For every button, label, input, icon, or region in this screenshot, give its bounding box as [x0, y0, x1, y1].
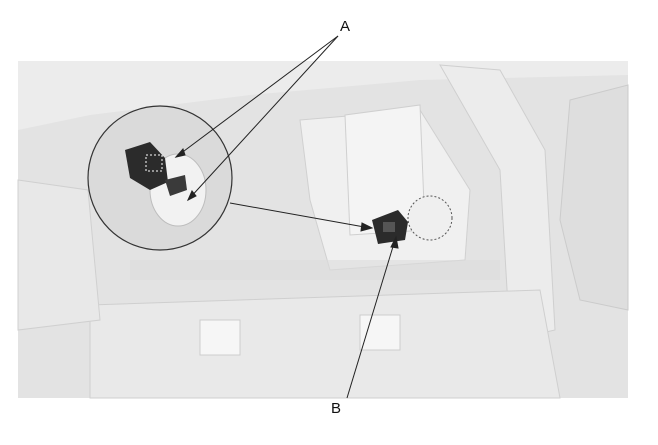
left-panel [17, 179, 101, 331]
mid-rail [130, 260, 500, 280]
lower-slot-left [199, 319, 241, 356]
callout-label-b: B [331, 400, 342, 417]
lower-slot-right [359, 314, 401, 351]
right-frame [439, 64, 556, 341]
callout-label-a: A [340, 18, 351, 35]
lower-console [89, 289, 561, 399]
humidity-sensor-icon [372, 195, 453, 244]
right-bracket [559, 84, 629, 311]
leader-lines [174, 35, 399, 399]
detail-sensor-icon [125, 142, 187, 196]
